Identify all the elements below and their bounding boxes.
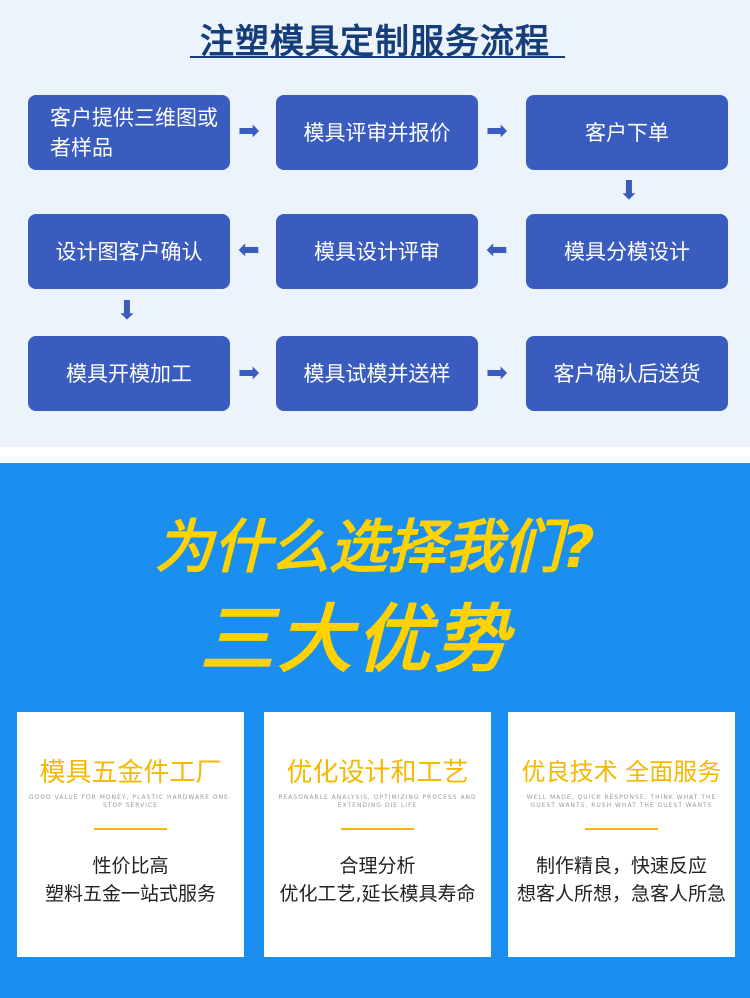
card-line: 优化工艺,延长模具寿命 xyxy=(279,883,476,905)
process-title: 注塑模具定制服务流程 xyxy=(200,22,550,62)
divider xyxy=(585,828,658,830)
card-english: GOOD VALUE FOR MONEY, PLASTIC HARDWARE O… xyxy=(28,794,233,809)
arrow-left-icon: ⬅ xyxy=(238,235,260,265)
arrow-right-icon: ➡ xyxy=(486,358,508,388)
advantage-card: 模具五金件工厂 GOOD VALUE FOR MONEY, PLASTIC HA… xyxy=(17,712,244,957)
card-english: WELL MADE, QUICK RESPONSE, THINK WHAT TH… xyxy=(526,794,717,809)
card-description: 合理分析优化工艺,延长模具寿命 xyxy=(264,852,491,908)
divider xyxy=(94,828,167,830)
arrow-left-icon: ⬅ xyxy=(486,235,508,265)
card-english: REASONABLE ANALYSIS, OPTIMIZING PROCESS … xyxy=(278,794,477,809)
advantage-card: 优化设计和工艺 REASONABLE ANALYSIS, OPTIMIZING … xyxy=(264,712,491,957)
step-7: 模具开模加工 xyxy=(28,336,230,411)
card-title: 优良技术 全面服务 xyxy=(521,758,722,786)
why-heading: 为什么选择我们? xyxy=(155,513,595,581)
step-2: 模具评审并报价 xyxy=(276,95,478,170)
card-description: 制作精良，快速反应想客人所想，急客人所急 xyxy=(508,852,735,908)
step-9: 客户确认后送货 xyxy=(526,336,728,411)
step-5: 模具设计评审 xyxy=(276,214,478,289)
arrow-down-icon: ⬇ xyxy=(116,296,138,326)
card-line: 想客人所想，急客人所急 xyxy=(516,883,726,905)
card-title: 模具五金件工厂 xyxy=(39,758,222,788)
card-title: 优化设计和工艺 xyxy=(286,758,469,788)
arrow-down-icon: ⬇ xyxy=(618,176,640,206)
step-4: 模具分模设计 xyxy=(526,214,728,289)
step-3: 客户下单 xyxy=(526,95,728,170)
card-line: 性价比高 xyxy=(92,855,169,877)
step-6: 设计图客户确认 xyxy=(28,214,230,289)
card-line: 塑料五金一站式服务 xyxy=(44,883,216,905)
arrow-right-icon: ➡ xyxy=(238,358,260,388)
arrow-right-icon: ➡ xyxy=(238,116,260,146)
advantages-heading: 三大优势 xyxy=(200,597,512,683)
step-8: 模具试模并送样 xyxy=(276,336,478,411)
card-line: 合理分析 xyxy=(339,855,416,877)
card-description: 性价比高塑料五金一站式服务 xyxy=(17,852,244,908)
arrow-right-icon: ➡ xyxy=(486,116,508,146)
advantage-card: 优良技术 全面服务 WELL MADE, QUICK RESPONSE, THI… xyxy=(508,712,735,957)
title-underline xyxy=(190,56,565,58)
step-1: 客户提供三维图或者样品 xyxy=(28,95,230,170)
card-line: 制作精良，快速反应 xyxy=(535,855,707,877)
divider xyxy=(341,828,414,830)
